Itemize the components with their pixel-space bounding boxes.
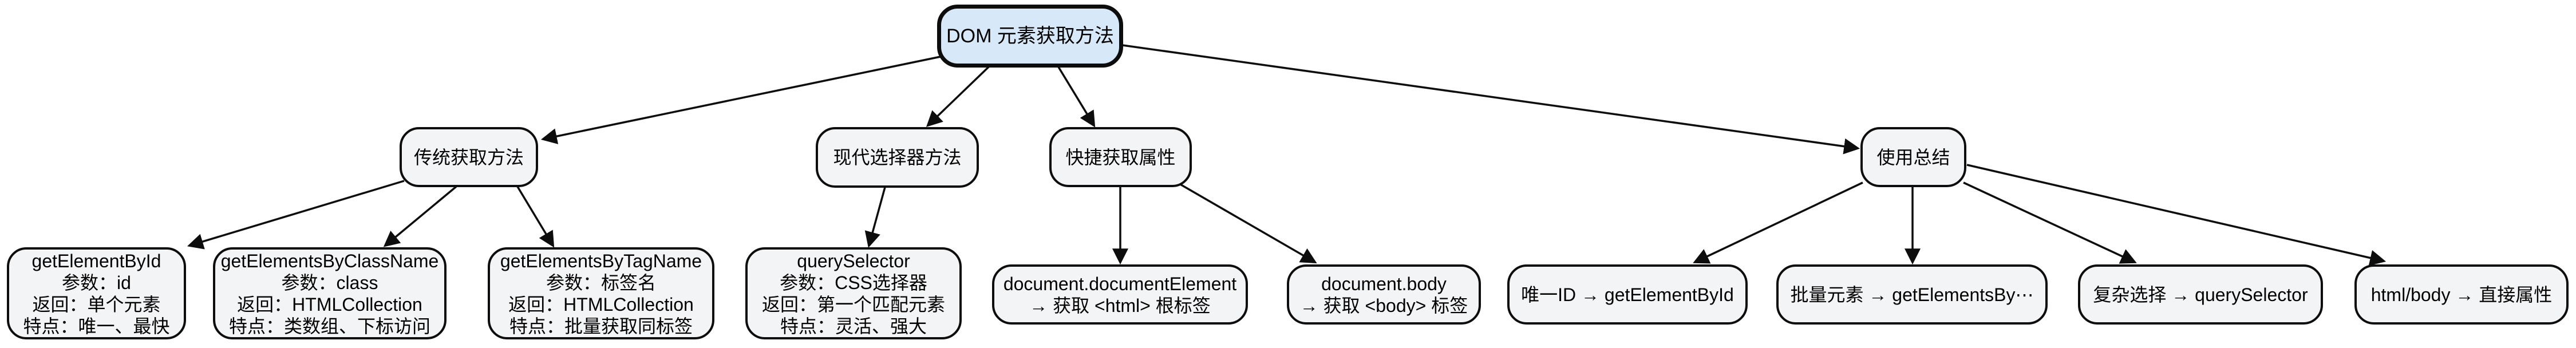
node-line: 特点：灵活、强大 — [780, 315, 927, 337]
edge-shortcut-documentbody — [1179, 183, 1317, 264]
node-line: 参数：class — [281, 272, 378, 293]
node-label: 使用总结 — [1876, 147, 1950, 168]
node-modern-selector-methods: 现代选择器方法 — [816, 127, 979, 188]
node-document-element: document.documentElement → 获取 <html> 根标签 — [992, 264, 1248, 325]
node-shortcut-properties: 快捷获取属性 — [1049, 127, 1192, 187]
node-line: 参数：标签名 — [546, 272, 656, 293]
node-label: 传统获取方法 — [413, 147, 524, 168]
node-line: 特点：批量获取同标签 — [509, 315, 693, 337]
node-line: → 获取 <html> 根标签 — [1029, 295, 1211, 316]
node-complex-select-rule: 复杂选择 → querySelector — [2078, 264, 2323, 325]
node-line: → 获取 <body> 标签 — [1299, 295, 1468, 316]
node-line: 参数：id — [62, 272, 131, 293]
node-line: document.body — [1321, 273, 1447, 294]
node-line: getElementsByTagName — [500, 250, 702, 271]
node-document-body: document.body → 获取 <body> 标签 — [1287, 264, 1481, 325]
node-line: 参数：CSS选择器 — [780, 272, 927, 293]
edge-root-summary — [1122, 44, 1860, 155]
node-unique-id-rule: 唯一ID → getElementById — [1507, 264, 1748, 325]
edge-root-modern — [926, 66, 990, 127]
edge-traditional-byid — [187, 180, 405, 250]
edge-summary-htmlbody — [1966, 164, 2387, 266]
edge-traditional-bytag — [515, 183, 555, 248]
edge-traditional-byclass — [383, 185, 457, 247]
node-label: 批量元素 → getElementsBy⋯ — [1790, 284, 2034, 305]
node-label: html/body → 直接属性 — [2370, 284, 2553, 305]
node-traditional-methods: 传统获取方法 — [400, 127, 538, 187]
node-line: querySelector — [797, 250, 910, 271]
node-label: 复杂选择 → querySelector — [2093, 284, 2308, 305]
edge-root-shortcut — [1057, 66, 1096, 128]
node-line: 返回：HTMLCollection — [237, 294, 422, 315]
edge-root-traditional — [540, 56, 941, 144]
node-line: 返回：单个元素 — [32, 294, 161, 315]
node-get-element-by-id: getElementById 参数：id 返回：单个元素 特点：唯一、最快 — [7, 247, 186, 339]
node-label: 唯一ID → getElementById — [1521, 284, 1734, 305]
edge-modern-queryselector — [864, 187, 886, 248]
node-root: DOM 元素获取方法 — [937, 5, 1123, 68]
node-line: 返回：第一个匹配元素 — [761, 294, 945, 315]
node-line: getElementsByClassName — [220, 250, 439, 271]
node-get-elements-by-tag-name: getElementsByTagName 参数：标签名 返回：HTMLColle… — [488, 247, 714, 339]
node-line: 特点：类数组、下标访问 — [228, 315, 430, 337]
node-batch-elements-rule: 批量元素 → getElementsBy⋯ — [1776, 264, 2048, 325]
node-html-body-rule: html/body → 直接属性 — [2354, 264, 2569, 325]
node-label: 现代选择器方法 — [833, 147, 962, 168]
node-query-selector: querySelector 参数：CSS选择器 返回：第一个匹配元素 特点：灵活… — [745, 247, 962, 339]
edge-summary-complex — [1963, 181, 2137, 264]
node-line: 特点：唯一、最快 — [23, 315, 170, 337]
edge-summary-uniqueid — [1693, 181, 1863, 264]
node-line: 返回：HTMLCollection — [508, 294, 694, 315]
node-line: getElementById — [31, 250, 161, 271]
node-label: 快捷获取属性 — [1065, 147, 1176, 168]
node-usage-summary: 使用总结 — [1860, 127, 1966, 187]
node-get-elements-by-class-name: getElementsByClassName 参数：class 返回：HTMLC… — [213, 247, 447, 339]
node-line: document.documentElement — [1003, 273, 1237, 294]
node-root-label: DOM 元素获取方法 — [946, 25, 1114, 47]
